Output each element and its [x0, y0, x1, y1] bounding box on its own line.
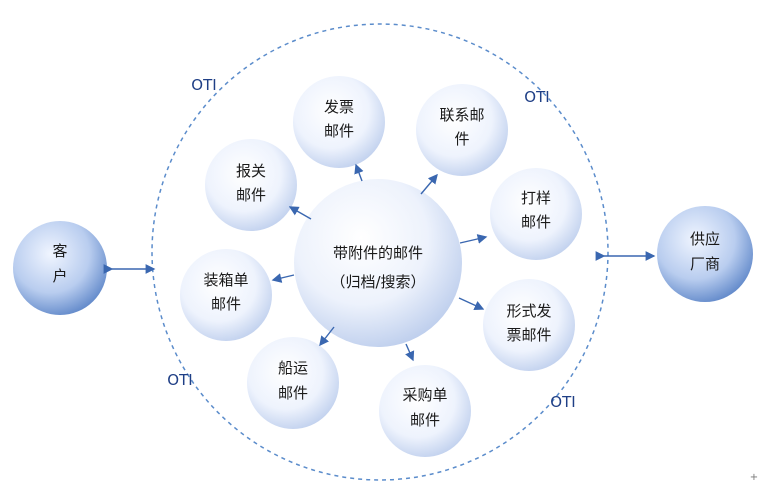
customs-email-line2: 邮件: [236, 186, 266, 204]
purchase-order-email-line1: 采购单: [402, 386, 447, 404]
arrow-to-sample: [459, 234, 488, 244]
invoice-email-line2: 邮件: [324, 122, 354, 140]
center-email-line1: 带附件的邮件: [333, 244, 423, 262]
sample-email-line2: 邮件: [521, 213, 551, 231]
customs-email-node: 报关 邮件: [205, 139, 297, 231]
arrow-to-purchase-order: [405, 343, 415, 362]
shipping-email-line1: 船运: [278, 359, 308, 377]
oti-label-top-left: OTI: [191, 76, 216, 94]
packing-list-email-node: 装箱单 邮件: [180, 249, 272, 341]
supplier-line2: 厂商: [690, 255, 720, 273]
oti-label-top-right: OTI: [524, 88, 549, 106]
arrow-to-invoice: [354, 163, 364, 182]
center-email-line2: （归档/搜索）: [330, 273, 425, 291]
supplier-node: 供应 厂商: [657, 206, 753, 302]
shipping-email-node: 船运 邮件: [247, 337, 339, 429]
supplier-line1: 供应: [690, 230, 720, 248]
proforma-invoice-email-node: 形式发 票邮件: [483, 279, 575, 371]
arrow-to-customs: [288, 206, 312, 220]
invoice-email-line1: 发票: [324, 98, 354, 116]
arrow-to-packing: [271, 273, 295, 283]
contact-email-node: 联系邮 件: [416, 84, 508, 176]
invoice-email-node: 发票 邮件: [293, 76, 385, 168]
purchase-order-email-node: 采购单 邮件: [379, 365, 471, 457]
customer-line1: 客: [52, 242, 67, 260]
arrow-to-shipping: [319, 326, 335, 347]
contact-email-line1: 联系邮: [439, 106, 484, 124]
shipping-email-line2: 邮件: [278, 384, 308, 402]
corner-cross-mark: +: [750, 472, 758, 483]
arrow-to-contact: [420, 173, 438, 195]
oti-label-bottom-left: OTI: [167, 371, 192, 389]
center-email-node: 带附件的邮件 （归档/搜索）: [294, 179, 462, 347]
customer-line2: 户: [52, 267, 67, 285]
packing-list-email-line1: 装箱单: [203, 271, 248, 289]
oti-label-bottom-right: OTI: [550, 393, 575, 411]
proforma-invoice-email-line2: 票邮件: [506, 326, 551, 344]
proforma-invoice-email-line1: 形式发: [506, 302, 551, 320]
customs-email-line1: 报关: [236, 162, 266, 180]
sample-email-line1: 打样: [521, 189, 551, 207]
arrow-to-proforma: [458, 297, 485, 310]
sample-email-node: 打样 邮件: [490, 168, 582, 260]
packing-list-email-line2: 邮件: [211, 295, 241, 313]
contact-email-line2: 件: [454, 130, 469, 148]
purchase-order-email-line2: 邮件: [410, 411, 440, 429]
customer-node: 客 户: [13, 221, 107, 315]
